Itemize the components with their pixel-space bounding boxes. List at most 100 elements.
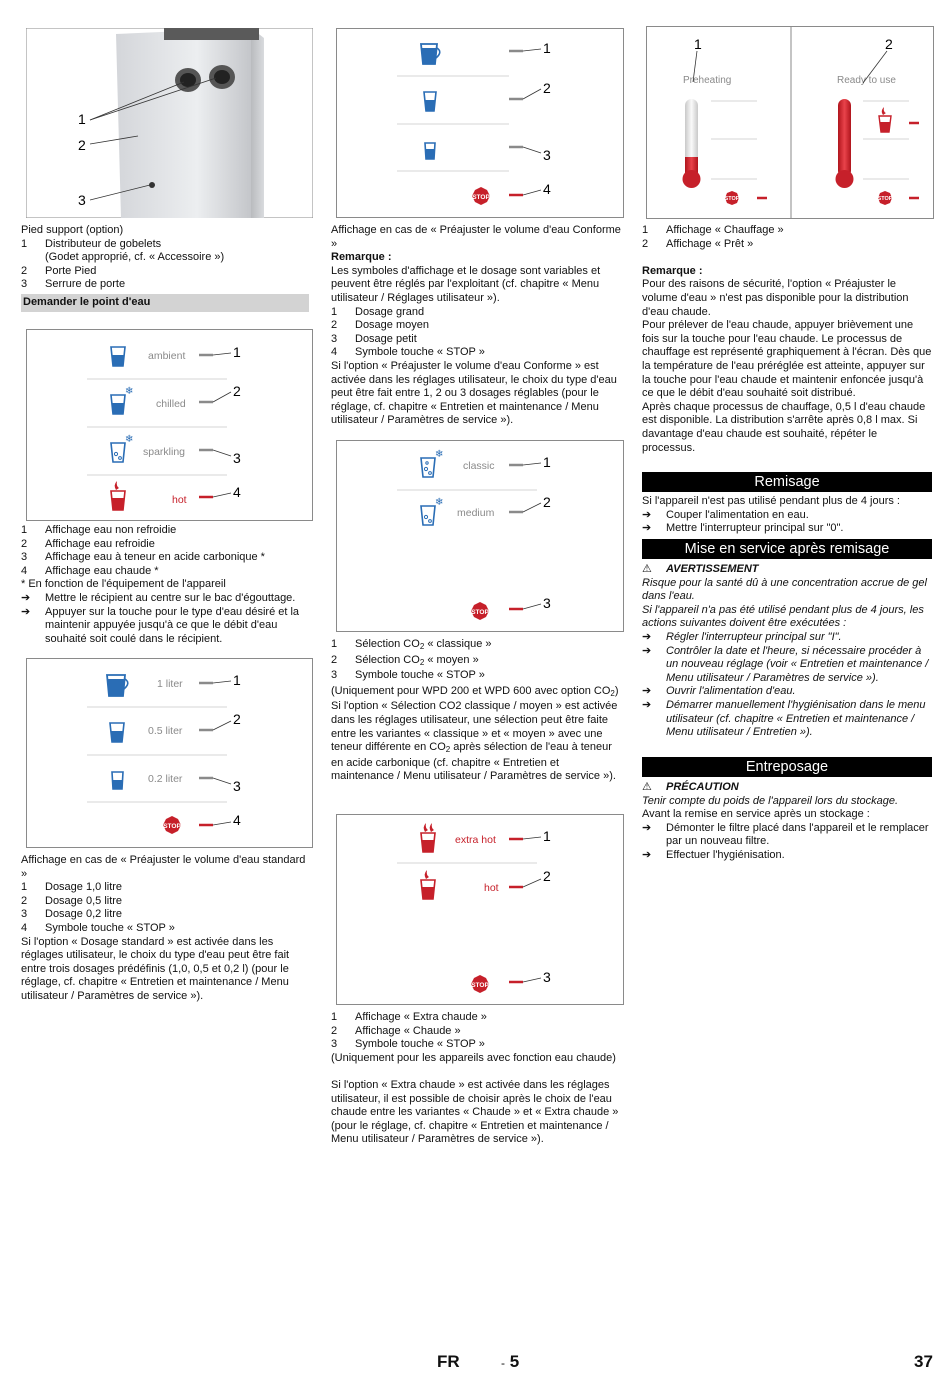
step-item: ➔Démonter le filtre placé dans l'apparei… xyxy=(642,821,929,848)
cup-medium-icon xyxy=(423,91,437,112)
thermometer-hot-icon xyxy=(835,99,854,188)
cup-medium-icon xyxy=(109,722,125,743)
step-item: ➔Mettre l'interrupteur principal sur "0"… xyxy=(642,522,844,535)
cup-hot-icon xyxy=(110,481,126,511)
label-ready-to-use: Ready to use xyxy=(837,75,896,86)
cup-medium-co2-icon: ❄ xyxy=(420,497,443,526)
pedestal-illustration: 1 2 3 xyxy=(26,28,313,218)
callout-4: 4 xyxy=(543,181,551,197)
footer-language: FR xyxy=(437,1352,460,1371)
callout-3: 3 xyxy=(233,778,241,794)
warning-triangle-icon: ⚠ xyxy=(642,781,652,793)
heading-entreposage: Entreposage xyxy=(642,757,932,777)
callout-1: 1 xyxy=(543,828,551,844)
figure-conform-volume: STOP 1 2 3 4 xyxy=(336,28,624,218)
footer-page-number: 37 xyxy=(914,1352,933,1371)
arrow-icon: ➔ xyxy=(642,848,652,861)
figure-water-types: ❄ ❄ ambient chilled sparkling hot xyxy=(26,329,313,521)
svg-text:❄: ❄ xyxy=(435,449,443,460)
cup-extra-hot-icon xyxy=(420,823,436,853)
callout-1: 1 xyxy=(543,454,551,470)
warning-text: Risque pour la santé dû à une concentrat… xyxy=(642,576,927,603)
arrow-icon: ➔ xyxy=(642,698,652,711)
arrow-icon: ➔ xyxy=(642,508,652,521)
callout-3: 3 xyxy=(78,192,86,208)
list-item: (Godet approprié, cf. « Accessoire ») xyxy=(45,251,225,264)
cup-sparkling-icon: ❄ xyxy=(110,434,133,463)
warning-text-2: Si l'appareil n'a pas été utilisé pendan… xyxy=(642,603,924,630)
fig-note: (Uniquement pour les appareils avec fonc… xyxy=(331,1051,616,1064)
stop-icon: STOP xyxy=(471,975,489,993)
paragraph: Si l'option « Extra chaude » est activée… xyxy=(331,1078,619,1146)
caution-header: ⚠PRÉCAUTION xyxy=(642,781,739,793)
step-item: ➔Effectuer l'hygiénisation. xyxy=(642,848,785,861)
cup-hot-icon xyxy=(420,870,436,900)
callout-1: 1 xyxy=(78,111,86,127)
step-item: ➔Mettre le récipient au centre sur le ba… xyxy=(21,591,296,604)
callout-4: 4 xyxy=(233,812,241,828)
step-item: ➔Couper l'alimentation en eau. xyxy=(642,508,809,521)
stop-icon: STOP xyxy=(471,602,489,620)
callout-4: 4 xyxy=(233,484,241,500)
thermometer-cold-icon xyxy=(682,99,701,188)
fig-intro: Affichage en cas de « Préajuster le volu… xyxy=(21,854,306,880)
callout-2: 2 xyxy=(885,36,893,52)
svg-text:❄: ❄ xyxy=(435,497,443,508)
stop-icon: STOP xyxy=(163,816,181,834)
svg-text:STOP: STOP xyxy=(725,196,740,202)
arrow-icon: ➔ xyxy=(21,605,31,618)
callout-1: 1 xyxy=(543,40,551,56)
label-0-2-liter: 0.2 liter xyxy=(148,773,183,785)
callout-2: 2 xyxy=(543,80,551,96)
label-1-liter: 1 liter xyxy=(157,678,183,690)
stop-icon: STOP xyxy=(725,191,740,205)
paragraph: Après chaque processus de chauffage, 0,5… xyxy=(642,400,926,454)
label-hot: hot xyxy=(172,494,187,506)
arrow-icon: ➔ xyxy=(642,821,652,834)
step-item: ➔Démarrer manuellement l'hygiénisation d… xyxy=(642,698,926,739)
callout-2: 2 xyxy=(543,868,551,884)
entreposage-intro: Avant la remise en service après un stoc… xyxy=(642,808,870,821)
label-sparkling: sparkling xyxy=(143,446,185,458)
warning-header: ⚠AVERTISSEMENT xyxy=(642,563,759,575)
caption-title: Pied support (option) xyxy=(21,224,124,236)
stop-icon: STOP xyxy=(878,191,893,205)
svg-text:❄: ❄ xyxy=(125,386,133,397)
footer-page-sub: - 5 xyxy=(501,1352,520,1371)
arrow-icon: ➔ xyxy=(642,630,652,643)
label-preheating: Preheating xyxy=(683,75,731,86)
paragraph: Pour prélever de l'eau chaude, appuyer b… xyxy=(642,319,932,400)
figure-standard-volume: STOP 1 liter 0.5 liter 0.2 liter 1 2 3 4 xyxy=(26,658,313,848)
cup-large-icon xyxy=(420,43,441,65)
callout-2: 2 xyxy=(233,711,241,727)
remisage-intro: Si l'appareil n'est pas utilisé pendant … xyxy=(642,495,900,507)
arrow-icon: ➔ xyxy=(642,522,652,535)
remark-label: Remarque : xyxy=(331,251,392,264)
callout-1: 1 xyxy=(233,672,241,688)
step-item: ➔Contrôler la date et l'heure, si nécess… xyxy=(642,644,929,684)
label-hot: hot xyxy=(484,882,499,894)
caution-text: Tenir compte du poids de l'appareil lors… xyxy=(642,794,899,807)
paragraph: Si l'option « Préajuster le volume d'eau… xyxy=(331,359,617,427)
label-0-5-liter: 0.5 liter xyxy=(148,725,183,737)
remark-text: Pour des raisons de sécurité, l'option «… xyxy=(642,278,909,318)
remark-text: Les symboles d'affichage et le dosage so… xyxy=(331,264,601,304)
